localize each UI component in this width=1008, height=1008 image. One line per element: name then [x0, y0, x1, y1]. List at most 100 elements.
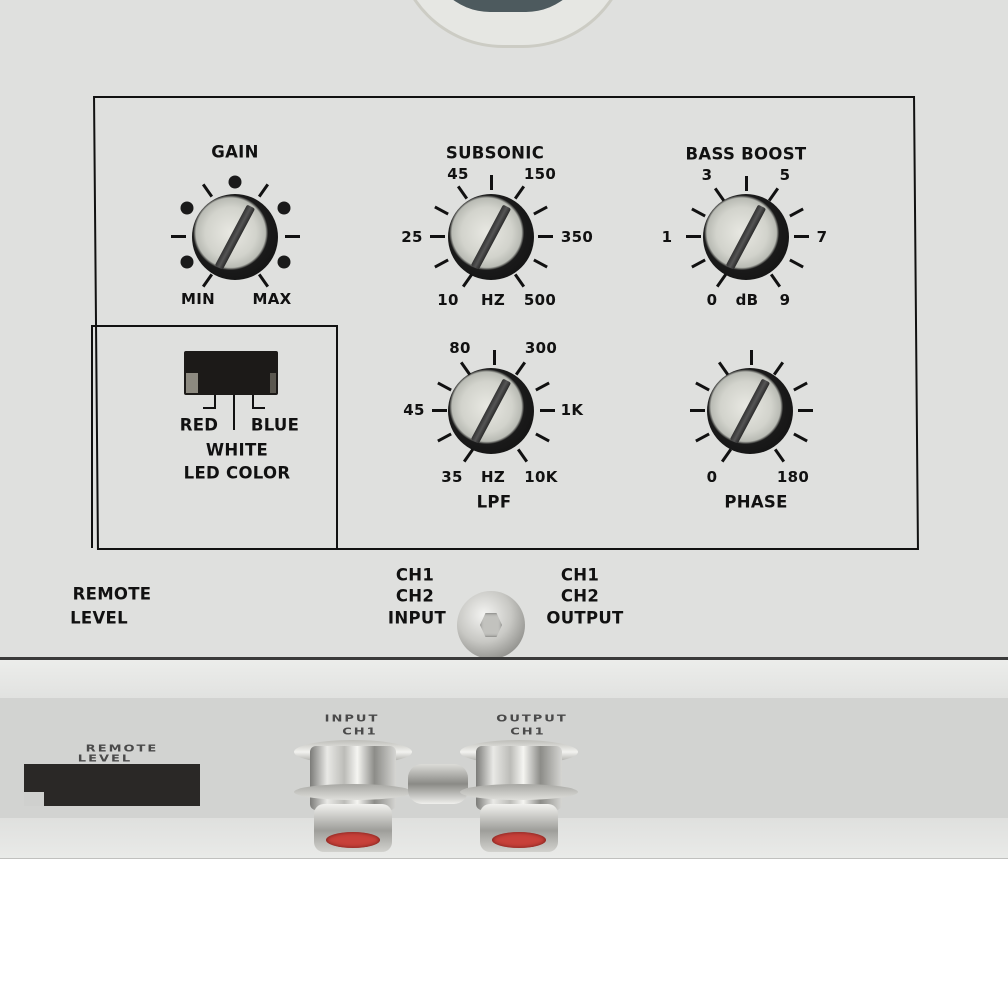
gain-title: GAIN [211, 142, 259, 162]
bass-boost-knob[interactable] [703, 194, 789, 280]
output-label: CH1 [560, 565, 600, 585]
tick-mark [432, 409, 447, 412]
gain-max-label: MAX [252, 290, 292, 308]
lpf-scale-label: 45 [403, 401, 425, 419]
lpf-scale-label: 35 [441, 468, 463, 486]
subsonic-scale-label: 45 [447, 165, 469, 183]
knob-slot [470, 204, 512, 270]
led-option-red: RED [179, 415, 219, 435]
tick-mark [540, 409, 555, 412]
gain-dot-icon [180, 255, 194, 269]
tick-mark [493, 350, 496, 365]
tick-mark [750, 350, 753, 365]
lpf-title: LPF [476, 492, 512, 512]
gain-knob[interactable] [192, 194, 278, 280]
subsonic-scale-label: 10 [437, 291, 459, 309]
hex-socket [480, 613, 502, 637]
gain-min-label: MIN [181, 290, 215, 308]
bass-boost-scale-label: 7 [816, 228, 828, 246]
front-input-label: CH1 [342, 726, 378, 738]
tick-mark [285, 235, 300, 238]
jack-body [310, 746, 396, 810]
tick-mark [798, 409, 813, 412]
subsonic-knob[interactable] [448, 194, 534, 280]
subsonic-scale-label: 350 [560, 228, 594, 246]
subsonic-scale-label: 25 [401, 228, 423, 246]
knob-slot [214, 204, 256, 270]
gain-dot-icon [228, 175, 242, 189]
led-color-switch[interactable] [184, 351, 278, 395]
tick-mark [686, 235, 701, 238]
phase-knob[interactable] [707, 368, 793, 454]
tick-mark [794, 235, 809, 238]
front-remote-label: REMOTE [85, 743, 159, 755]
switch-tab [270, 373, 276, 393]
input-label: CH2 [395, 586, 435, 606]
front-output-label: OUTPUT [496, 713, 568, 725]
amplifier-top-panel [0, 0, 1008, 660]
subsonic-title: SUBSONIC [445, 143, 545, 163]
gain-dot-icon [180, 201, 194, 215]
tick-mark [171, 235, 186, 238]
phase-scale-label: 180 [776, 468, 810, 486]
front-output-label: CH1 [510, 726, 546, 738]
jack-flange [460, 784, 578, 800]
lpf-scale-label: 1K [560, 401, 584, 419]
tick-mark [745, 176, 748, 191]
panel-edge [0, 657, 1008, 660]
subsonic-scale-label: 150 [523, 165, 557, 183]
bass-boost-scale-label: 3 [701, 166, 713, 184]
phase-title: PHASE [724, 492, 788, 512]
switch-leader-line [252, 395, 254, 408]
input-label: INPUT [387, 608, 447, 628]
rca-input-jack[interactable] [294, 700, 412, 852]
tick-mark [490, 175, 493, 190]
subsonic-unit: HZ [480, 291, 506, 309]
jack-red-insulator [326, 832, 380, 848]
bass-boost-title: BASS BOOST [685, 144, 807, 164]
switch-leader-line [203, 407, 216, 409]
jack-flange [294, 784, 412, 800]
gain-dot-icon [277, 201, 291, 215]
led-color-title: LED COLOR [183, 463, 291, 483]
remote-level-label: REMOTE [72, 584, 152, 604]
front-lip [0, 660, 1008, 698]
switch-tab [186, 373, 198, 393]
rca-output-jack[interactable] [460, 700, 578, 852]
gain-dot-icon [277, 255, 291, 269]
jack-red-insulator [492, 832, 546, 848]
input-label: CH1 [395, 565, 435, 585]
bass-boost-scale-label: 5 [779, 166, 791, 184]
front-remote-label: LEVEL [77, 753, 133, 765]
bass-boost-scale-label: 0 [706, 291, 718, 309]
remote-level-port[interactable] [24, 764, 200, 806]
lpf-knob[interactable] [448, 368, 534, 454]
led-option-blue: BLUE [250, 415, 300, 435]
remote-level-label: LEVEL [70, 608, 128, 628]
led-option-white: WHITE [205, 440, 269, 460]
switch-leader-line [233, 395, 235, 430]
tick-mark [690, 409, 705, 412]
jack-nut [408, 764, 468, 804]
tick-mark [538, 235, 553, 238]
output-label: CH2 [560, 586, 600, 606]
bass-boost-unit: dB [735, 291, 759, 309]
lpf-unit: HZ [480, 468, 506, 486]
lpf-scale-label: 80 [449, 339, 471, 357]
subsonic-scale-label: 500 [523, 291, 557, 309]
switch-leader-line [252, 407, 265, 409]
front-input-label: INPUT [324, 713, 380, 725]
jack-body [476, 746, 562, 810]
bass-boost-scale-label: 9 [779, 291, 791, 309]
hex-screw-icon [457, 591, 525, 659]
knob-slot [470, 378, 512, 444]
tick-mark [430, 235, 445, 238]
bass-boost-scale-label: 1 [661, 228, 673, 246]
led-color-frame [91, 325, 338, 548]
knob-slot [725, 204, 767, 270]
switch-leader-line [214, 395, 216, 408]
knob-slot [729, 378, 771, 444]
output-label: OUTPUT [546, 608, 624, 628]
lpf-scale-label: 300 [524, 339, 558, 357]
phase-scale-label: 0 [706, 468, 718, 486]
